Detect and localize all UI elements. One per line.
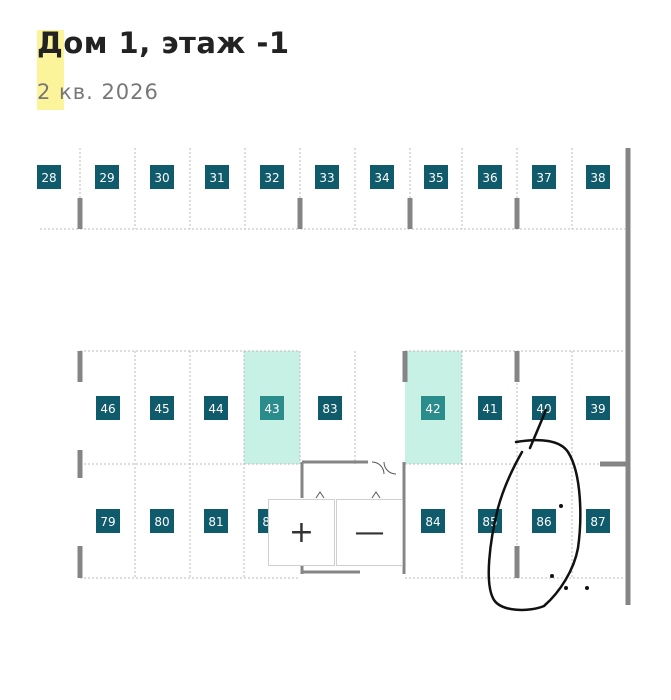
parking-spot-80[interactable]: 80 [150, 509, 174, 533]
parking-spot-number: 38 [590, 171, 605, 185]
parking-spot-29[interactable]: 29 [95, 165, 119, 189]
parking-spot-number: 29 [99, 171, 114, 185]
parking-spot-number: 43 [264, 402, 279, 416]
parking-spot-number: 31 [209, 171, 224, 185]
parking-spot-30[interactable]: 30 [150, 165, 174, 189]
parking-spot-79[interactable]: 79 [96, 509, 120, 533]
parking-spot-number: 45 [154, 402, 169, 416]
completion-date: 2 кв. 2026 [37, 80, 159, 104]
parking-spot-number: 36 [482, 171, 497, 185]
parking-spot-number: 34 [374, 171, 389, 185]
zoom-in-button[interactable]: + [268, 499, 335, 566]
parking-spot-41[interactable]: 41 [478, 396, 502, 420]
text-highlight [37, 30, 64, 110]
page-title: Дом 1, этаж -1 [37, 26, 290, 60]
parking-spot-number: 30 [154, 171, 169, 185]
parking-spot-number: 28 [41, 171, 56, 185]
parking-spot-33[interactable]: 33 [315, 165, 339, 189]
zoom-out-button[interactable]: — [336, 499, 403, 566]
parking-spot-40[interactable]: 40 [532, 396, 556, 420]
parking-spot-number: 80 [154, 515, 169, 529]
middle-row-grid [80, 350, 625, 579]
parking-spot-number: 40 [536, 402, 551, 416]
parking-spot-86[interactable]: 86 [532, 509, 556, 533]
parking-spot-number: 79 [100, 515, 115, 529]
parking-spot-44[interactable]: 44 [204, 396, 228, 420]
parking-spot-number: 41 [482, 402, 497, 416]
parking-spot-83[interactable]: 83 [318, 396, 342, 420]
walls [77, 148, 631, 605]
parking-spot-28[interactable]: 28 [37, 165, 61, 189]
parking-spot-84[interactable]: 84 [421, 509, 445, 533]
parking-spot-number: 35 [428, 171, 443, 185]
parking-spot-number: 39 [590, 402, 605, 416]
parking-spot-number: 81 [208, 515, 223, 529]
parking-spot-38[interactable]: 38 [586, 165, 610, 189]
top-row-grid [40, 148, 625, 230]
parking-spot-31[interactable]: 31 [205, 165, 229, 189]
spot-labels: 28 29 30 31 32 33 34 35 36 37 38 46 45 44 43 83 42 41 40 39… [37, 165, 610, 533]
parking-spot-number: 84 [425, 515, 440, 529]
parking-spot-45[interactable]: 45 [150, 396, 174, 420]
parking-spot-39[interactable]: 39 [586, 396, 610, 420]
handwritten-annotation [487, 408, 589, 612]
parking-spot-number: 42 [425, 402, 440, 416]
parking-spot-number: 44 [208, 402, 223, 416]
parking-spot-85[interactable]: 85 [478, 509, 502, 533]
parking-spot-35[interactable]: 35 [424, 165, 448, 189]
parking-spot-46[interactable]: 46 [96, 396, 120, 420]
parking-spot-number: 46 [100, 402, 115, 416]
parking-spot-37[interactable]: 37 [532, 165, 556, 189]
parking-spot-42[interactable]: 42 [421, 396, 445, 420]
parking-spot-number: 83 [322, 402, 337, 416]
parking-spot-34[interactable]: 34 [370, 165, 394, 189]
parking-spot-43[interactable]: 43 [260, 396, 284, 420]
parking-spot-number: 87 [590, 515, 605, 529]
parking-spot-36[interactable]: 36 [478, 165, 502, 189]
parking-spot-number: 32 [264, 171, 279, 185]
parking-spot-number: 86 [536, 515, 551, 529]
parking-spot-number: 37 [536, 171, 551, 185]
parking-spot-81[interactable]: 81 [204, 509, 228, 533]
parking-spot-87[interactable]: 87 [586, 509, 610, 533]
parking-spot-32[interactable]: 32 [260, 165, 284, 189]
parking-spot-number: 33 [319, 171, 334, 185]
